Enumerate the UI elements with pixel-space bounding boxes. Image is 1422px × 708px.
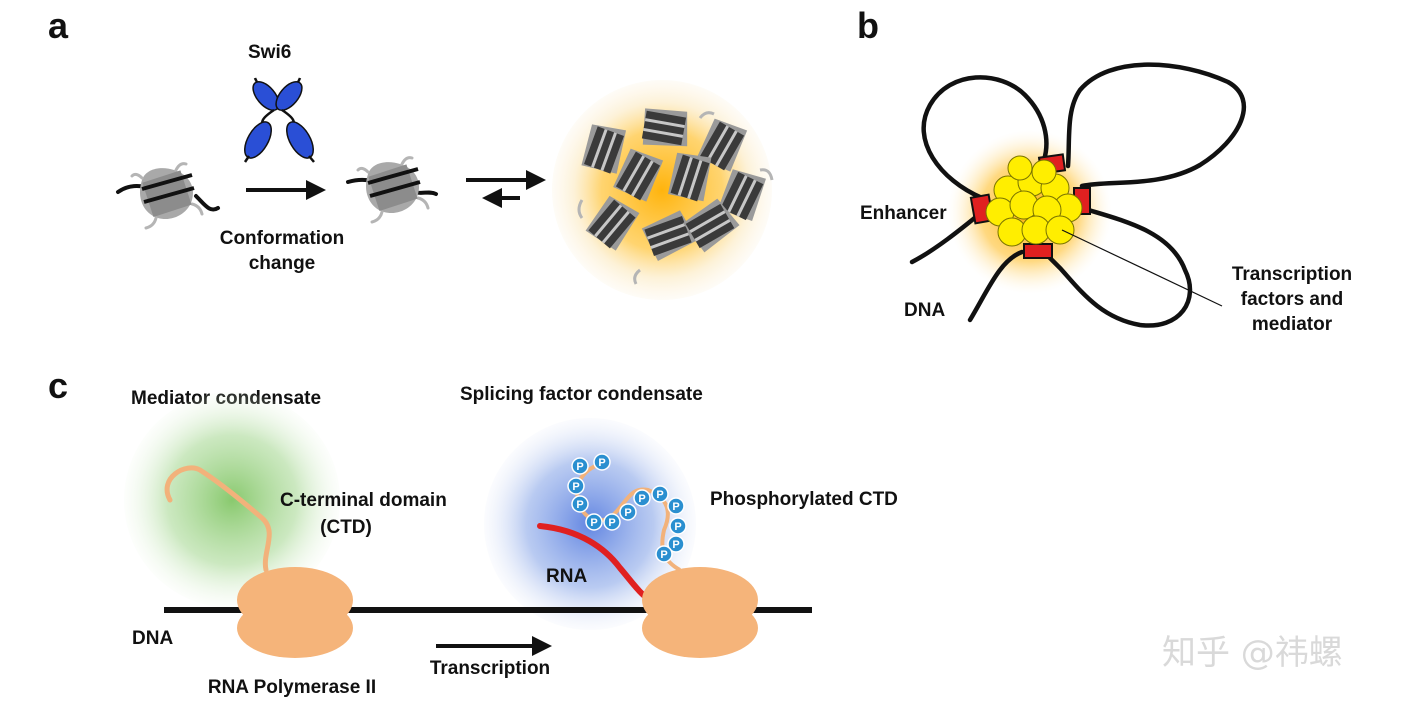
panel-b-letter: b xyxy=(857,5,879,46)
phosphate-label: P xyxy=(608,517,615,529)
tf-leader-line xyxy=(1061,229,1223,307)
rna-label: RNA xyxy=(546,566,587,587)
ctd-tail xyxy=(164,465,272,573)
conformation-label-1: Conformation xyxy=(220,228,345,249)
phosphate-label: P xyxy=(572,481,579,493)
phosphate-label: P xyxy=(576,461,583,473)
phosphate-bead xyxy=(571,495,589,513)
phosphate-bead xyxy=(619,503,637,521)
chromatin-condensate xyxy=(552,80,774,300)
phosphate-label: P xyxy=(624,507,631,519)
ctd-label-1: C-terminal domain xyxy=(280,490,447,511)
phosphate-label: P xyxy=(638,493,645,505)
swi6-label: Swi6 xyxy=(248,42,291,63)
dna-label-c: DNA xyxy=(132,628,173,649)
swi6-dimer-icon xyxy=(243,77,315,163)
enhancer-label: Enhancer xyxy=(860,203,947,224)
phosphate-label: P xyxy=(674,521,681,533)
phospho-ctd-label: Phosphorylated CTD xyxy=(710,489,898,510)
transcription-factor-cluster xyxy=(985,155,1083,247)
panel-c-letter: c xyxy=(48,365,68,406)
tf-label-3: mediator xyxy=(1252,314,1333,335)
panel-a-letter: a xyxy=(48,5,69,46)
mediator-condensate xyxy=(124,392,340,608)
phosphate-label: P xyxy=(660,549,667,561)
panel-c: c Mediator condensate Splicing factor co… xyxy=(48,365,898,698)
phosphate-label: P xyxy=(672,539,679,551)
phosphate-bead xyxy=(585,513,603,531)
polymerase-label: RNA Polymerase II xyxy=(208,677,376,698)
conformation-label-2: change xyxy=(249,253,316,274)
phosphate-bead xyxy=(651,485,669,503)
equilibrium-arrows-icon xyxy=(466,170,546,208)
rna-polymerase-ii-right xyxy=(642,567,758,658)
tf-label-2: factors and xyxy=(1241,289,1343,310)
phosphate-label: P xyxy=(598,457,605,469)
phosphate-bead xyxy=(603,513,621,531)
rna-polymerase-ii-left xyxy=(237,567,353,658)
nucleosome-icon xyxy=(116,161,220,230)
dna-label-b: DNA xyxy=(904,300,945,321)
phosphate-label: P xyxy=(656,489,663,501)
tf-label-1: Transcription xyxy=(1232,264,1352,285)
phosphate-bead xyxy=(571,457,589,475)
phosphate-label: P xyxy=(576,499,583,511)
nucleosome-open-icon xyxy=(346,155,438,224)
dna-loops xyxy=(909,62,1247,328)
rna-strand xyxy=(537,523,653,603)
phosphate-bead xyxy=(669,517,687,535)
phosphate-bead xyxy=(567,477,585,495)
splicing-title: Splicing factor condensate xyxy=(460,384,703,405)
watermark: 知乎 @祎螺 xyxy=(1162,633,1343,673)
phosphate-bead xyxy=(667,535,685,553)
phosphate-label: P xyxy=(590,517,597,529)
phosphate-bead xyxy=(655,545,673,563)
phosphate-bead xyxy=(633,489,651,507)
transcription-label: Transcription xyxy=(430,658,550,679)
phosphate-bead xyxy=(593,453,611,471)
panel-a: a Swi6 Conformation change xyxy=(48,5,774,300)
phosphate-bead xyxy=(667,497,685,515)
ctd-label-2: (CTD) xyxy=(320,517,372,538)
phosphate-label: P xyxy=(672,501,679,513)
panel-b: b xyxy=(857,5,1352,335)
